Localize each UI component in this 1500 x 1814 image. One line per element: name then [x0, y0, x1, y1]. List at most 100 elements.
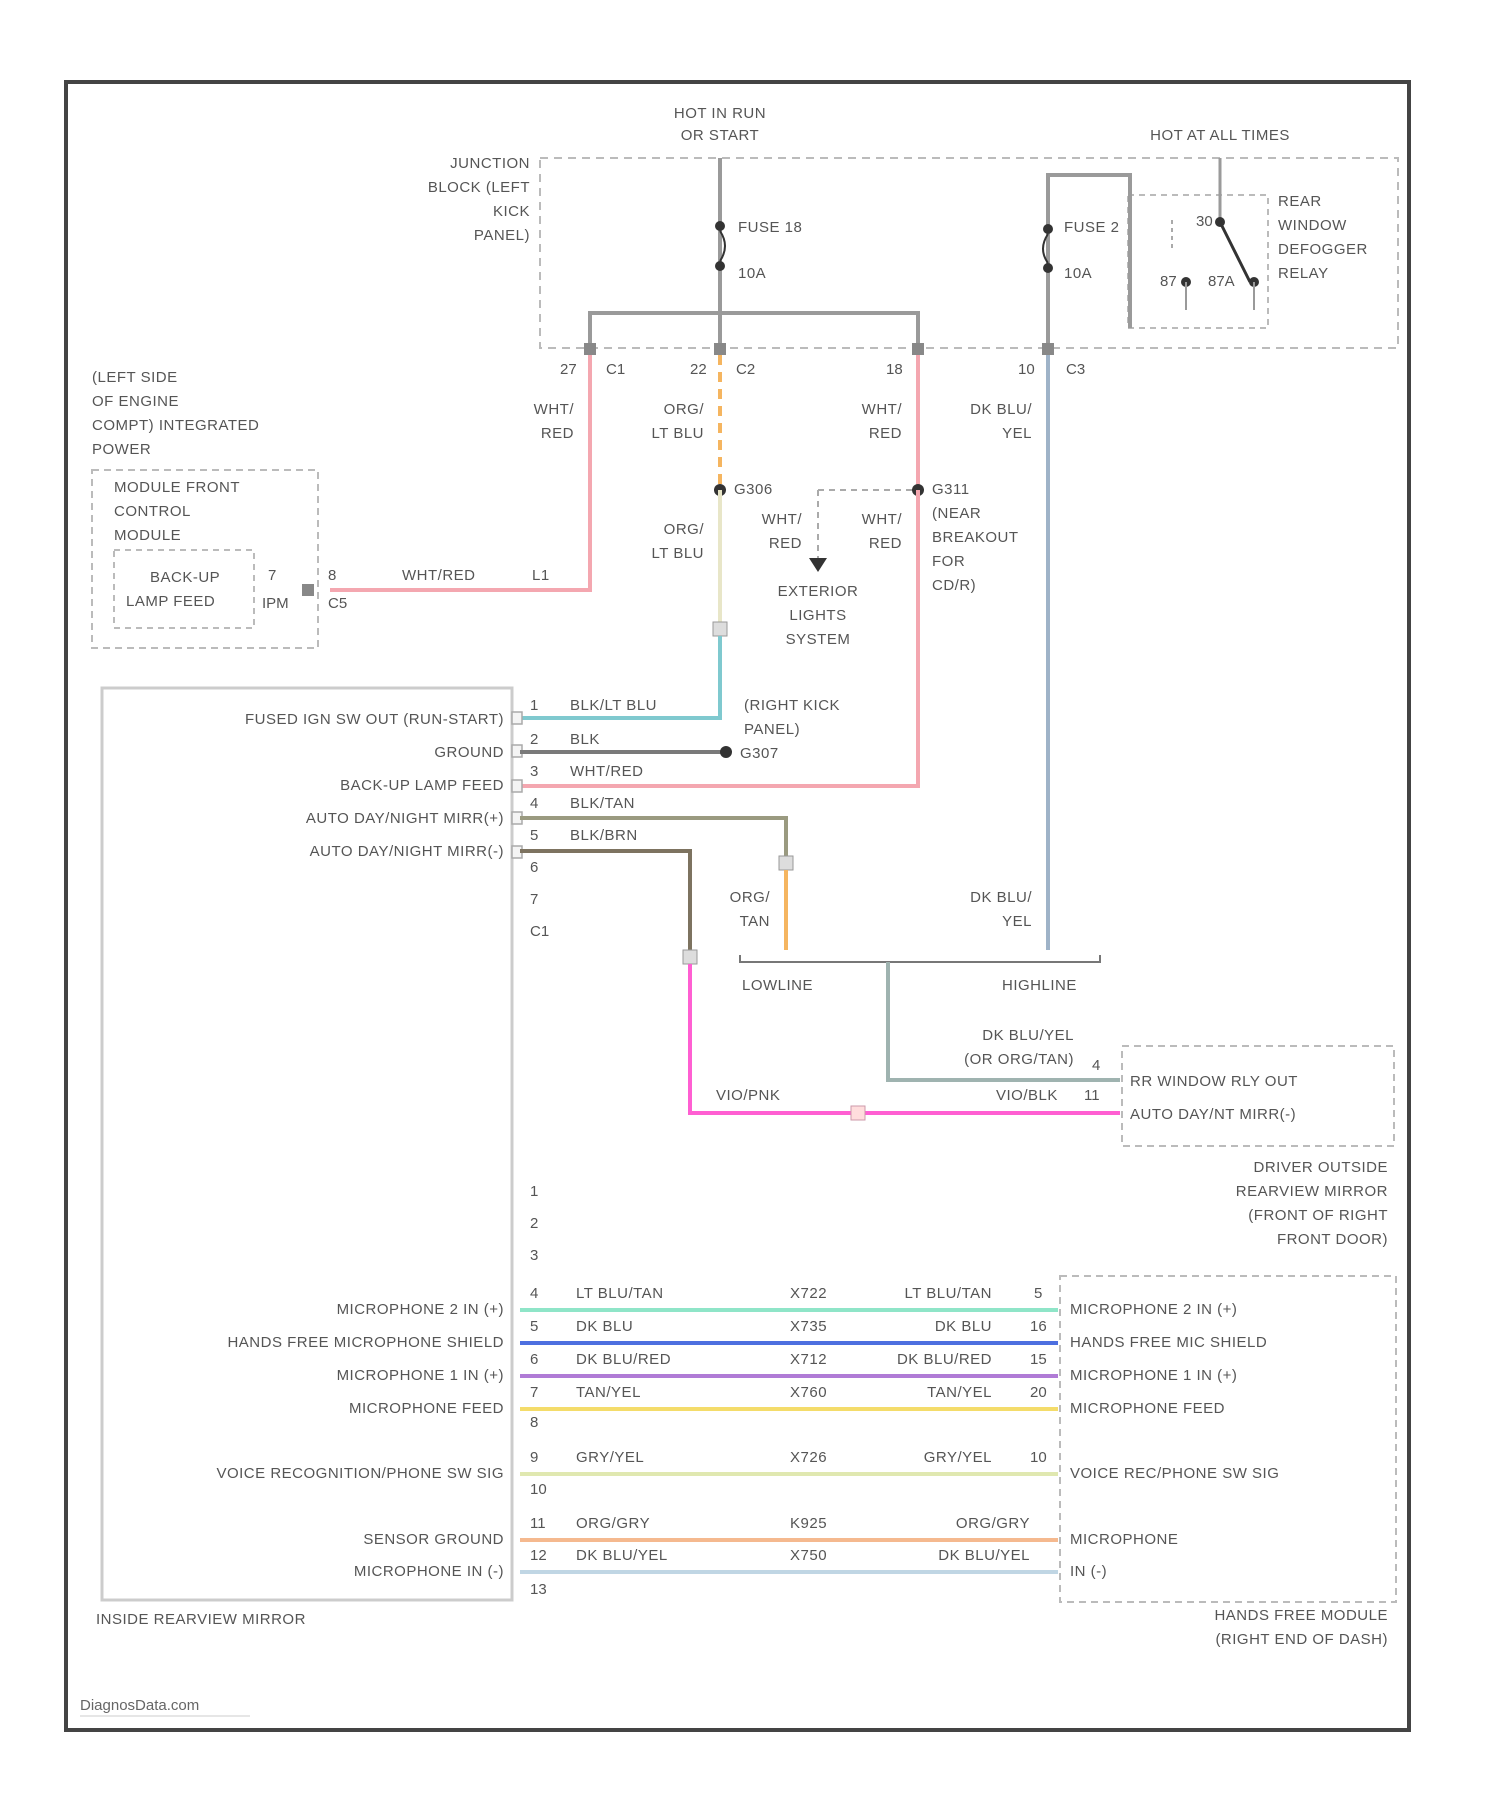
relay-label-1: REAR: [1278, 193, 1322, 210]
hands-free-module-outline: [1060, 1276, 1396, 1602]
feed-1: BACK-UP: [150, 569, 220, 586]
hands-free-caption-2: (RIGHT END OF DASH): [1215, 1631, 1388, 1648]
driver-caption-1: DRIVER OUTSIDE: [1253, 1159, 1388, 1176]
row6-circuit: K925: [790, 1515, 827, 1532]
w2-label-2: LT BLU: [652, 425, 704, 442]
driver-caption-3: (FRONT OF RIGHT: [1248, 1207, 1388, 1224]
ground-g307: [720, 746, 732, 758]
relay-label-4: RELAY: [1278, 265, 1329, 282]
connector-inline-4: [851, 1106, 865, 1120]
vio-blk-label: VIO/BLK: [996, 1087, 1058, 1104]
junction-title-2: BLOCK (LEFT: [428, 179, 530, 196]
pin-b: 11: [1084, 1087, 1100, 1104]
connector-pin-10: [1042, 343, 1054, 355]
w3-label-2: RED: [869, 425, 902, 442]
conn-c5: C5: [328, 595, 347, 612]
w1-label-2: RED: [541, 425, 574, 442]
exterior-arrow: [809, 558, 827, 572]
mic-label-6: SENSOR GROUND: [363, 1531, 504, 1548]
row2-wire-r: DK BLU: [935, 1318, 992, 1335]
pin-27: 27: [560, 361, 577, 378]
mirror-label-4: AUTO DAY/NIGHT MIRR(+): [306, 810, 504, 827]
wire-top-2: BLK: [570, 731, 600, 748]
org-tan-2: TAN: [740, 913, 770, 930]
conn-ipm: IPM: [262, 595, 289, 612]
driver-caption-2: REARVIEW MIRROR: [1236, 1183, 1388, 1200]
row7-wire-l: DK BLU/YEL: [576, 1547, 668, 1564]
row3-label-r: MICROPHONE 1 IN (+): [1070, 1367, 1237, 1384]
fuse18-terminal-bottom: [715, 261, 725, 271]
circuit-l1: L1: [532, 567, 550, 584]
mirror-bpin-8: 8: [530, 1414, 538, 1431]
wire-blk-tan: [520, 818, 786, 860]
w3-label-1: WHT/: [862, 401, 903, 418]
mirror-bpin-2: 2: [530, 1215, 538, 1232]
driver-caption-4: FRONT DOOR): [1277, 1231, 1388, 1248]
mirror-pin-7: 7: [530, 891, 538, 908]
connector-pin-27: [584, 343, 596, 355]
junction-block-outline: [540, 158, 1398, 348]
wire-top-4: BLK/TAN: [570, 795, 635, 812]
row5-wire-r: GRY/YEL: [924, 1449, 992, 1466]
connector-inline-1: [713, 622, 727, 636]
pin-a: 4: [1092, 1057, 1100, 1074]
left-engine-3: COMPT) INTEGRATED: [92, 417, 259, 434]
row1-pin-r: 5: [1034, 1285, 1042, 1302]
row4-label-r: MICROPHONE FEED: [1070, 1400, 1225, 1417]
row6-wire-l: ORG/GRY: [576, 1515, 650, 1532]
row1-label-r: MICROPHONE 2 IN (+): [1070, 1301, 1237, 1318]
mirror-label-5: AUTO DAY/NIGHT MIRR(-): [310, 843, 504, 860]
pin-10: 10: [1018, 361, 1035, 378]
mic-label-1: MICROPHONE 2 IN (+): [337, 1301, 504, 1318]
mix-1: DK BLU/YEL: [982, 1027, 1074, 1044]
junction-title-4: PANEL): [474, 227, 530, 244]
fuse18-terminal-top: [715, 221, 725, 231]
connector-inline-2: [779, 856, 793, 870]
junction-bus: [590, 313, 918, 345]
vio-pnk-label: VIO/PNK: [716, 1087, 780, 1104]
row3-wire-r: DK BLU/RED: [897, 1351, 992, 1368]
ext-wht2-2: RED: [869, 535, 902, 552]
mirror-pin-3: 3: [530, 763, 538, 780]
row1-pin-l: 4: [530, 1285, 538, 1302]
relay-pin-30-label: 30: [1196, 213, 1213, 230]
fuse2-feed: [1048, 175, 1130, 345]
w1-label-1: WHT/: [534, 401, 575, 418]
wire-top-3: WHT/RED: [570, 763, 644, 780]
row3-wire-l: DK BLU/RED: [576, 1351, 671, 1368]
exterior-1: EXTERIOR: [778, 583, 859, 600]
g311-note-1: (NEAR: [932, 505, 981, 522]
feed-2: LAMP FEED: [126, 593, 215, 610]
row5-pin-l: 9: [530, 1449, 538, 1466]
hot-all-label: HOT AT ALL TIMES: [1150, 127, 1290, 144]
footer-text: DiagnosData.com: [80, 1697, 199, 1714]
row7-circuit: X750: [790, 1547, 827, 1564]
mic-label-5: VOICE RECOGNITION/PHONE SW SIG: [216, 1465, 504, 1482]
mic-label-7: MICROPHONE IN (-): [354, 1563, 504, 1580]
ext-wht1-2: RED: [769, 535, 802, 552]
connector-inline-3: [683, 950, 697, 964]
backup-lamp-feed-outline: [114, 550, 254, 628]
exterior-2: LIGHTS: [789, 607, 846, 624]
kick-note-1: (RIGHT KICK: [744, 697, 840, 714]
mirror-bpin-3: 3: [530, 1247, 538, 1264]
w4-label-2: YEL: [1002, 425, 1032, 442]
wire-top-1: BLK/LT BLU: [570, 697, 657, 714]
junction-title-1: JUNCTION: [450, 155, 530, 172]
w4-label-1: DK BLU/: [970, 401, 1032, 418]
mic-label-4: MICROPHONE FEED: [349, 1400, 504, 1417]
splice-g306-label: G306: [734, 481, 773, 498]
driver-mirror-label-1: RR WINDOW RLY OUT: [1130, 1073, 1298, 1090]
conn-c1: C1: [606, 361, 625, 378]
row6-wire-r: ORG/GRY: [956, 1515, 1030, 1532]
mix-2: (OR ORG/TAN): [964, 1051, 1074, 1068]
mirror-label-3: BACK-UP LAMP FEED: [340, 777, 504, 794]
row2-circuit: X735: [790, 1318, 827, 1335]
row4-pin-l: 7: [530, 1384, 538, 1401]
g311-note-3: FOR: [932, 553, 965, 570]
w2b-label-2: LT BLU: [652, 545, 704, 562]
row2-pin-l: 5: [530, 1318, 538, 1335]
row5-wire-l: GRY/YEL: [576, 1449, 644, 1466]
